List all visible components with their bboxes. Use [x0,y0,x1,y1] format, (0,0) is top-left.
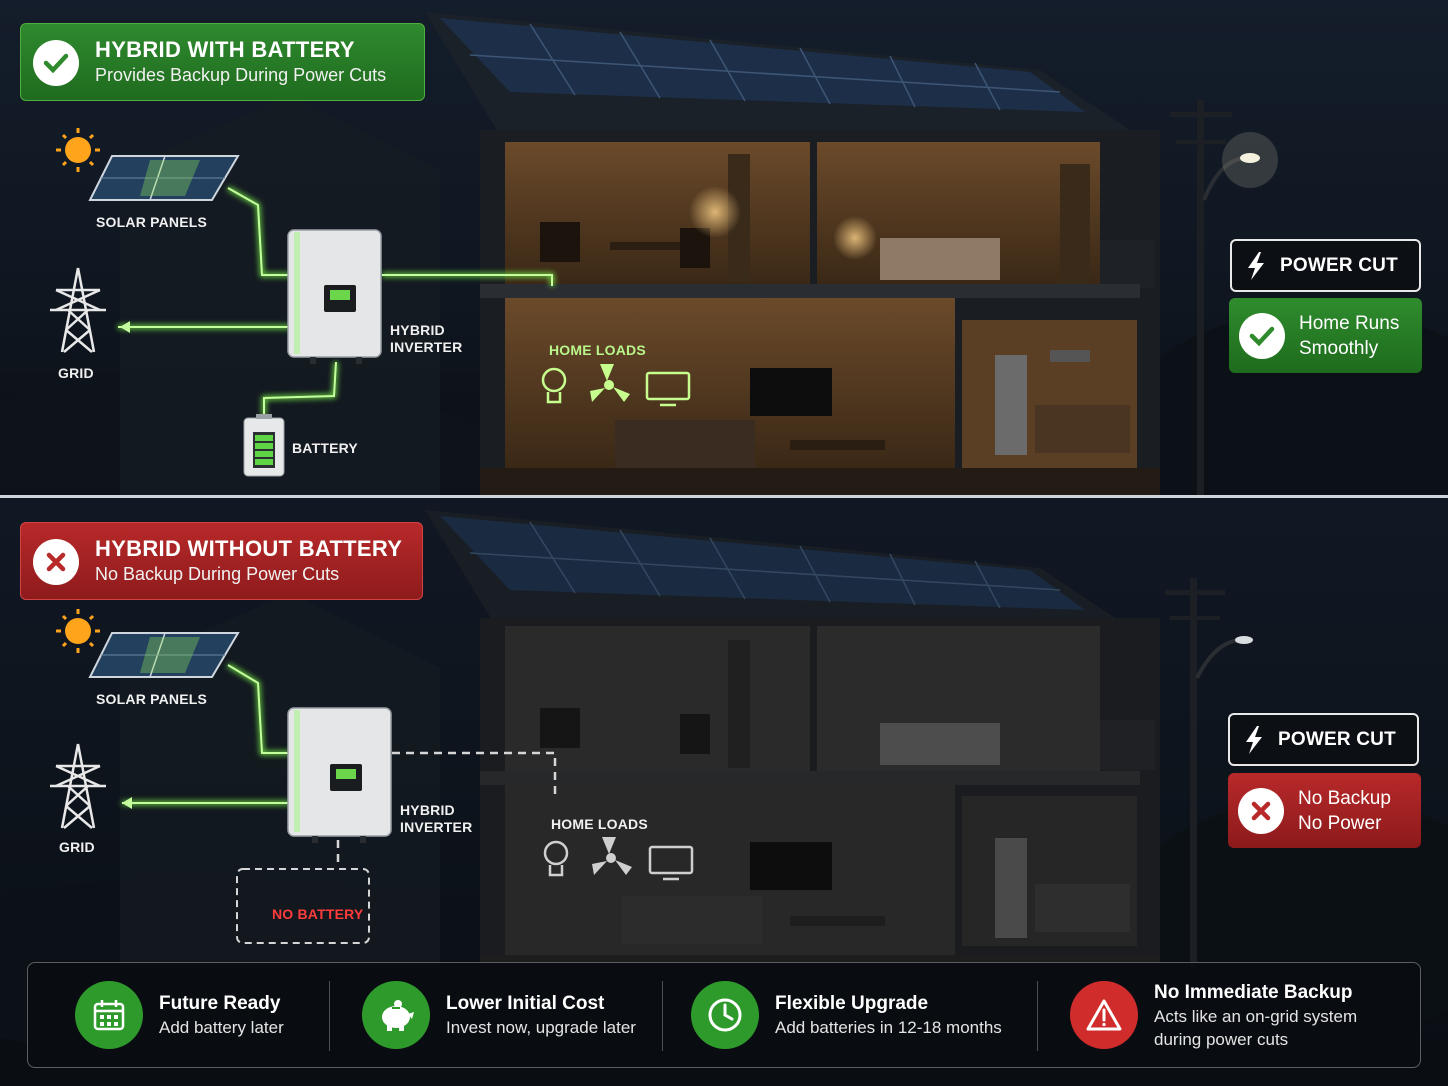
grid-tower-icon [50,743,106,829]
solar-label: SOLAR PANELS [96,691,208,707]
x-icon [1238,787,1284,834]
house-scene-dark [0,510,1448,1058]
panel-with-battery: HYBRID WITH BATTERY Provides Backup Duri… [0,0,1448,495]
bulb-icon [543,840,569,877]
tv-icon [648,845,694,881]
status-no-power: No Backup No Power [1228,773,1421,848]
panel-divider [0,495,1448,498]
feature-separator [662,981,663,1051]
inverter-label: HYBRID INVERTER [400,802,473,835]
home-loads-label: HOME LOADS [549,342,646,358]
fan-icon [592,837,632,875]
sun-icon [56,609,100,653]
status-home-runs: Home Runs Smoothly [1229,298,1422,373]
warning-icon [1070,981,1138,1049]
feature-separator [1037,981,1038,1051]
piggy-bank-icon [362,981,430,1049]
hybrid-inverter-icon [287,707,392,843]
feature-no-backup: No Immediate Backup Acts like an on-grid… [1070,963,1357,1067]
grid-label: GRID [59,839,95,855]
panel-subtitle: No Backup During Power Cuts [95,564,340,584]
solar-label: SOLAR PANELS [96,214,208,230]
grid-tower-icon [50,267,106,353]
panel-subtitle: Provides Backup During Power Cuts [95,65,387,85]
no-battery-label: NO BATTERY [272,906,364,922]
battery-label: BATTERY [292,440,358,456]
bulb-icon [541,367,567,404]
feature-flexible-upgrade: Flexible Upgrade Add batteries in 12-18 … [691,963,1002,1067]
tv-icon [645,371,691,407]
no-battery-slot [236,868,370,944]
x-icon [33,539,79,585]
panel-title: HYBRID WITHOUT BATTERY [95,536,403,561]
sun-icon [56,128,100,172]
power-cut-badge: POWER CUT [1228,713,1419,766]
feature-bar: Future Ready Add battery later Lower Ini… [27,962,1421,1068]
lightning-icon [1248,251,1264,280]
calendar-icon [75,981,143,1049]
check-icon [1239,312,1285,359]
panel-without-battery: HYBRID WITHOUT BATTERY No Backup During … [0,498,1448,1086]
clock-icon [691,981,759,1049]
grid-label: GRID [58,365,94,381]
lightning-icon [1246,725,1262,754]
solar-panel-icon [88,155,240,201]
check-icon [33,40,79,86]
house-scene-lit [0,12,1448,495]
solar-panel-icon [88,632,240,678]
home-loads-label: HOME LOADS [551,816,648,832]
fan-icon [590,364,630,402]
title-badge-without-battery: HYBRID WITHOUT BATTERY No Backup During … [20,522,423,600]
battery-icon [243,414,285,477]
feature-lower-cost: Lower Initial Cost Invest now, upgrade l… [362,963,636,1067]
panel-title: HYBRID WITH BATTERY [95,37,355,62]
inverter-label: HYBRID INVERTER [390,322,463,355]
feature-separator [329,981,330,1051]
hybrid-inverter-icon [287,229,382,364]
power-cut-badge: POWER CUT [1230,239,1421,292]
feature-future-ready: Future Ready Add battery later [75,963,284,1067]
title-badge-with-battery: HYBRID WITH BATTERY Provides Backup Duri… [20,23,425,101]
